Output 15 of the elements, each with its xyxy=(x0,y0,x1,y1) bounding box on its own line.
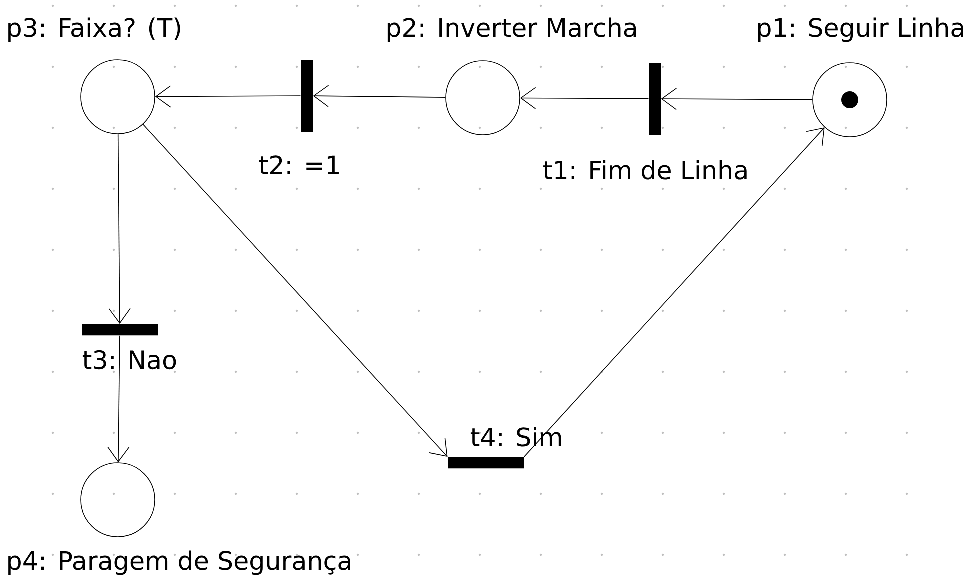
transition-label: t1: Fim de Linha xyxy=(544,160,747,180)
arrow xyxy=(524,128,825,458)
place-label: p2: Inverter Marcha xyxy=(388,18,636,42)
arrow xyxy=(313,85,446,108)
place-label: p1: Seguir Linha xyxy=(758,18,964,42)
arrow xyxy=(108,134,131,324)
arrow xyxy=(661,88,813,110)
arrow xyxy=(142,124,448,458)
transition-label: t3: Nao xyxy=(82,350,176,370)
arrow xyxy=(520,87,650,110)
arrow xyxy=(108,336,130,463)
arrow xyxy=(155,86,302,108)
place-label: p3: Faixa? (T) xyxy=(8,18,180,42)
transition-label: t2: =1 xyxy=(259,156,339,174)
place-label: p4: Paragem de Segurança xyxy=(8,550,350,576)
